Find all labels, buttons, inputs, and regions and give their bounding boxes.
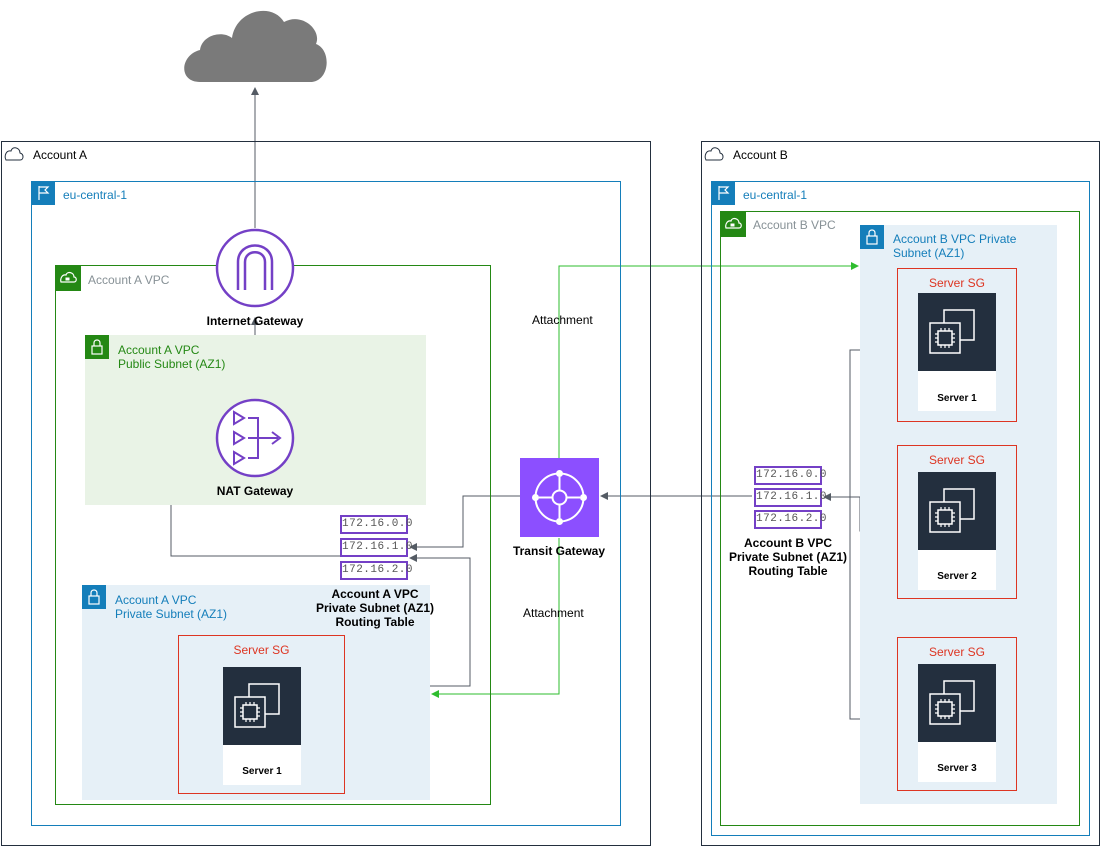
account-b-server-sg-1: [897, 268, 1017, 422]
private-subnet-a-label-line2: Private Subnet (AZ1): [115, 607, 228, 621]
nat-gateway-label: NAT Gateway: [216, 484, 294, 498]
account-b-label: Account B: [733, 148, 788, 162]
route-table-b-title-line1: Account B VPC: [743, 536, 832, 550]
attachment-to-account-a-line: [431, 538, 560, 698]
account-b-region-label: eu-central-1: [743, 188, 808, 202]
route-table-a-entry-0: 172.16.0.0: [340, 515, 413, 534]
account-a-region-group: [31, 181, 621, 826]
private-subnet-lock-icon: [82, 585, 106, 609]
account-a-server-1-label: Server 1: [242, 766, 282, 777]
private-subnet-lock-icon: [860, 225, 884, 249]
vpc-cloud-lock-icon: [55, 265, 81, 291]
route-table-b-entry-0: 172.16.0.0: [754, 466, 827, 485]
account-a-vpc-label: Account A VPC: [88, 273, 170, 287]
account-b-server-2[interactable]: Server 2: [918, 472, 996, 590]
route-table-a-title-line3: Routing Table: [335, 615, 415, 629]
account-b-server-sg-3-label: Server SG: [928, 645, 985, 659]
account-b-server-sg-3: [897, 637, 1017, 791]
route-table-b-entry-1: 172.16.1.0: [754, 488, 827, 507]
private-subnet-b-label-line1: Account B VPC Private: [893, 232, 1017, 246]
ec2-instance-icon: [918, 664, 996, 742]
account-a-server-sg: [178, 635, 345, 794]
route-table-a-entry-1: 172.16.1.0: [340, 538, 413, 557]
public-subnet-label-line1: Account A VPC: [118, 343, 200, 357]
account-b-server-1[interactable]: Server 1: [918, 293, 996, 411]
tgw-to-route-table-a-line: [409, 495, 520, 551]
account-a-server-1[interactable]: Server 1: [223, 667, 301, 785]
account-b-server-sg-1-label: Server SG: [928, 276, 985, 290]
ec2-instance-icon: [918, 293, 996, 371]
account-b-server-sg-2: [897, 445, 1017, 599]
region-flag-icon: [31, 181, 55, 205]
attachment-top-label: Attachment: [532, 313, 593, 327]
route-table-b-entry-2: 172.16.2.0: [754, 510, 827, 529]
account-b-server-3-label: Server 3: [937, 763, 977, 774]
private-subnet-b-label-line2: Subnet (AZ1): [893, 246, 965, 260]
account-a-server-sg-label: Server SG: [233, 643, 290, 657]
account-b-region-group: [711, 181, 1090, 836]
account-b-server-sg-2-label: Server SG: [928, 453, 985, 467]
route-table-b-title-line2: Private Subnet (AZ1): [728, 550, 848, 564]
account-a-region-label: eu-central-1: [63, 188, 128, 202]
account-b-vpc-label: Account B VPC: [753, 218, 836, 232]
public-subnet-label-line2: Public Subnet (AZ1): [118, 357, 226, 371]
internet-gateway-label: Internet Gateway: [206, 314, 304, 328]
ec2-instance-icon: [223, 667, 301, 745]
route-table-a-title-line2: Private Subnet (AZ1): [315, 601, 435, 615]
public-subnet-lock-icon: [85, 335, 109, 359]
attachment-to-account-b-line: [558, 262, 859, 458]
attachment-bottom-label: Attachment: [523, 606, 584, 620]
region-flag-icon: [711, 181, 735, 205]
account-b-server-1-label: Server 1: [937, 393, 977, 404]
route-table-a-entry-2: 172.16.2.0: [340, 561, 413, 580]
vpc-cloud-lock-icon: [720, 211, 746, 237]
transit-gateway-label: Transit Gateway: [512, 544, 606, 558]
account-b-server-3[interactable]: Server 3: [918, 664, 996, 782]
private-subnet-a-label-line1: Account A VPC: [115, 593, 197, 607]
route-table-a-title-line1: Account A VPC: [331, 587, 419, 601]
ec2-instance-icon: [918, 472, 996, 550]
account-b-vpc-group: [720, 211, 1080, 826]
account-a-label: Account A: [33, 148, 88, 162]
account-b-server-2-label: Server 2: [937, 571, 977, 582]
transit-gateway-icon[interactable]: [520, 458, 599, 537]
route-table-b-title-line3: Routing Table: [748, 564, 828, 578]
